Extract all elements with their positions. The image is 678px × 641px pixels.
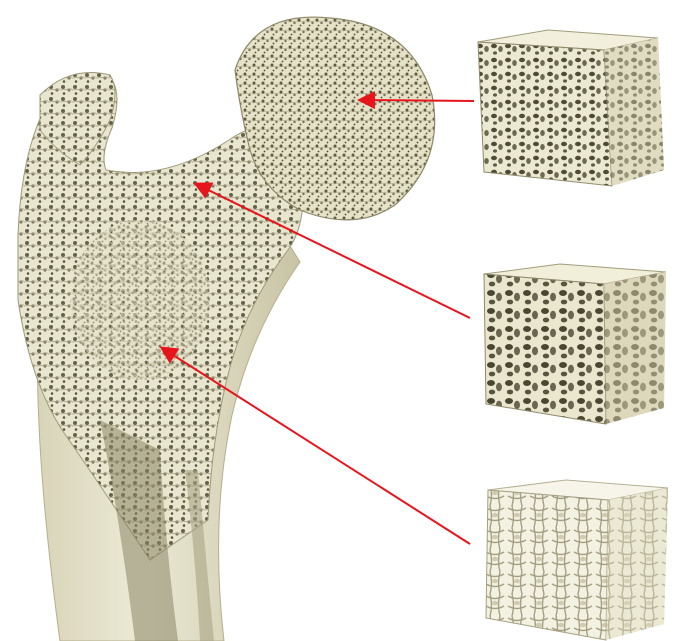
sample-cube-shaft bbox=[486, 480, 668, 640]
femur-bone bbox=[18, 17, 435, 641]
arrow-to-femoral-head bbox=[360, 100, 474, 101]
sample-cube-neck bbox=[484, 264, 666, 424]
sample-cube-femoral-head bbox=[478, 30, 664, 186]
